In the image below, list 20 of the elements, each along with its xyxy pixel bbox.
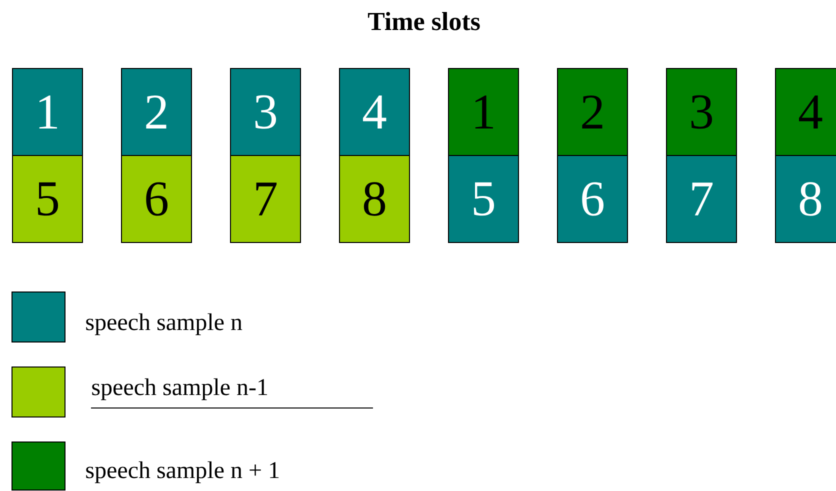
slot-box: 5 [448, 155, 519, 243]
slot-box: 1 [12, 68, 83, 156]
slot-box: 1 [448, 68, 519, 156]
legend-label: speech sample n + 1 [86, 461, 279, 484]
slot-box: 3 [666, 68, 737, 156]
slot-box: 8 [339, 155, 410, 243]
slot-box: 5 [12, 155, 83, 243]
legend-label: speech sample n-1 [92, 378, 268, 400]
legend-label: speech sample n [86, 313, 242, 336]
slot-box: 8 [775, 155, 836, 243]
slot-box: 4 [775, 68, 836, 156]
slot-box: 6 [121, 155, 192, 243]
slot-box: 7 [230, 155, 301, 243]
slot-box: 4 [339, 68, 410, 156]
slot-box: 2 [121, 68, 192, 156]
title: Time slots [368, 12, 480, 30]
slot-box: 2 [557, 68, 628, 156]
slot-box: 7 [666, 155, 737, 243]
slot-box: 6 [557, 155, 628, 243]
slot-box: 3 [230, 68, 301, 156]
